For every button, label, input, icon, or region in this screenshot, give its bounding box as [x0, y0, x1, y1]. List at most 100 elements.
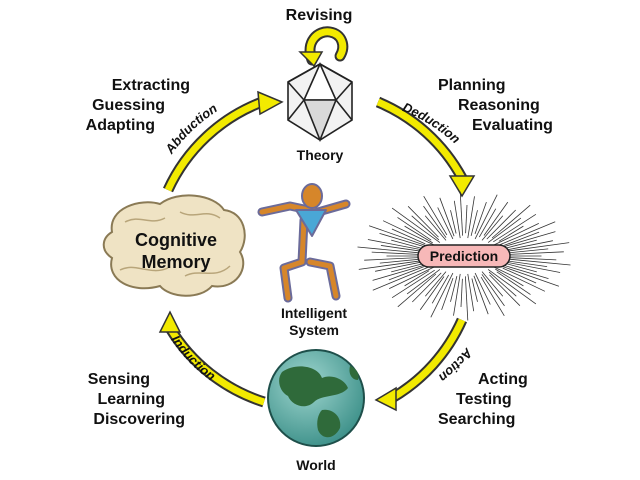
starburst-ray	[503, 261, 561, 273]
prediction-pill	[417, 244, 511, 268]
starburst-ray	[499, 265, 560, 287]
activity-item: Planning	[438, 77, 506, 94]
system-label-line1: Intelligent	[281, 305, 347, 321]
revising-loop-arrow	[298, 26, 349, 68]
starburst-ray	[391, 239, 422, 249]
starburst-ray	[372, 266, 430, 291]
activity-item: Evaluating	[472, 117, 553, 134]
starburst-ray	[460, 278, 463, 308]
starburst-ray	[496, 271, 531, 295]
starburst-ray	[382, 220, 436, 246]
starburst-ray	[496, 231, 556, 250]
starburst-ray	[397, 273, 437, 308]
deduction-arrow	[375, 96, 476, 198]
starburst-ray	[492, 266, 546, 292]
starburst-ray	[375, 261, 421, 272]
starburst-ray	[478, 208, 497, 238]
starburst-ray	[423, 195, 448, 236]
starburst-ray	[367, 239, 425, 251]
induction-activities: Sensing Learning Discovering	[88, 371, 185, 428]
starburst-ray	[397, 217, 432, 241]
activity-item: Extracting	[112, 77, 190, 94]
starburst-ray	[424, 271, 447, 297]
activity-item: Acting	[478, 371, 528, 388]
brain-icon	[102, 194, 246, 297]
starburst-ray	[504, 231, 540, 246]
starburst-ray	[372, 262, 432, 281]
starburst-ray	[388, 266, 424, 281]
starburst-ray	[424, 215, 447, 241]
starburst-ray	[504, 248, 549, 254]
starburst-ray	[470, 210, 478, 236]
starburst-ray	[504, 257, 557, 261]
starburst-ray	[371, 251, 424, 255]
starburst-ray	[412, 272, 442, 303]
starburst-ray	[474, 201, 487, 235]
starburst-ray	[509, 258, 571, 266]
activity-item: Sensing	[88, 371, 150, 388]
starburst-ray	[459, 191, 463, 236]
action-activities: Acting Testing Searching	[438, 371, 528, 428]
starburst-ray	[419, 276, 445, 311]
starburst-ray	[411, 215, 440, 241]
theory-label: Theory	[297, 147, 344, 163]
starburst-ray	[379, 258, 424, 264]
memory-label-line2: Memory	[141, 252, 210, 272]
starburst-ray	[465, 276, 469, 321]
starburst-ray	[474, 272, 491, 305]
starburst-ray	[483, 201, 509, 236]
starburst-ray	[437, 207, 454, 240]
starburst-ray	[481, 215, 504, 241]
starburst-ray	[480, 276, 505, 317]
starburst-ray	[431, 274, 450, 304]
activity-item: Reasoning	[458, 97, 540, 114]
starburst-ray	[391, 207, 441, 243]
starburst-ray	[467, 273, 475, 312]
abduction-arrow	[163, 90, 284, 193]
stick-figure-icon	[257, 183, 351, 303]
starburst-ray	[507, 240, 553, 251]
starburst-ray	[473, 275, 489, 315]
starburst-ray	[506, 263, 537, 273]
activity-item: Adapting	[86, 117, 155, 134]
starburst-ray	[467, 196, 475, 239]
starburst-ray	[389, 266, 436, 289]
starburst-ray	[498, 221, 556, 246]
memory-label-line1: Cognitive	[135, 230, 217, 250]
starburst-ray	[502, 267, 537, 284]
starburst-ray	[499, 242, 570, 253]
starburst-ray	[450, 210, 457, 234]
activity-item: Learning	[97, 391, 165, 408]
starburst-ray	[441, 277, 454, 311]
starburst-ray	[488, 271, 517, 297]
starburst-ray	[502, 239, 537, 250]
deduction-activities: Planning Reasoning Evaluating	[438, 77, 553, 134]
starburst-ray	[391, 269, 435, 299]
starburst-ray	[487, 269, 537, 305]
activity-item: Searching	[438, 411, 515, 428]
activity-item: Guessing	[92, 97, 165, 114]
induction-label: Induction	[168, 332, 218, 383]
starburst-ray	[406, 269, 441, 295]
starburst-ray	[492, 223, 539, 246]
system-label-line2: System	[289, 322, 339, 338]
starburst-ray	[407, 206, 439, 238]
starburst-ray	[471, 278, 478, 302]
starburst-ray	[391, 262, 426, 273]
revising-label: Revising	[286, 7, 353, 24]
action-arrow	[374, 317, 468, 412]
starburst-ray	[481, 271, 504, 297]
starburst-ray	[430, 272, 454, 318]
globe-icon	[267, 349, 365, 447]
starburst-ray	[474, 194, 498, 240]
starburst-ray	[465, 204, 468, 234]
activity-item: Discovering	[93, 411, 185, 428]
starburst-ray	[358, 259, 429, 270]
activity-item: Testing	[456, 391, 512, 408]
starburst-ray	[496, 262, 549, 279]
starburst-ray	[453, 273, 461, 316]
starburst-ray	[404, 225, 433, 244]
starburst-ray	[391, 228, 426, 245]
starburst-ray	[379, 233, 432, 250]
starburst-ray	[453, 200, 461, 239]
